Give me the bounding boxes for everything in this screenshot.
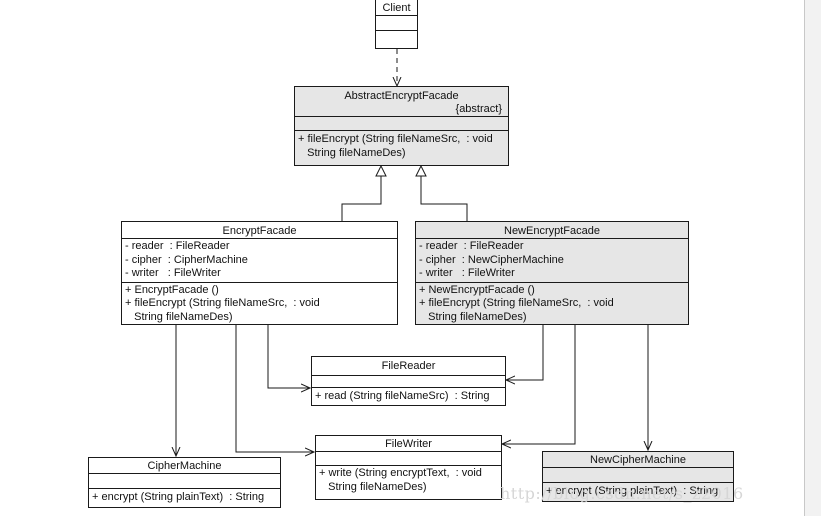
attribute: - writer : FileWriter [419,267,515,279]
attribute: - cipher : NewCipherMachine [419,253,564,266]
class-name: Client [382,2,411,14]
operation: + encrypt (String plainText) : String [546,485,719,497]
generalization-new-encrypt-facade [420,176,468,221]
operation: String fileNameDes) [419,310,527,323]
operation: String fileNameDes) [298,146,406,159]
assoc-encrypt-writer [235,325,314,452]
operations-section: + encrypt (String plainText) : String [89,488,280,505]
operation: + EncryptFacade () [125,283,219,296]
attribute: - reader : FileReader [125,240,230,252]
generalization-triangle-right [415,164,427,177]
attributes-section: - reader : FileReader - cipher : NewCiph… [416,238,688,282]
abstract-stereotype: {abstract} [455,103,502,115]
class-name: NewCipherMachine [590,454,686,466]
operation: + fileEncrypt (String fileNameSrc, : voi… [298,133,493,145]
operation: + NewEncryptFacade () [419,283,535,296]
attributes-section [312,375,505,387]
class-cipher-machine[interactable]: CipherMachine + encrypt (String plainTex… [88,457,281,508]
attribute: - writer : FileWriter [125,267,221,279]
operations-section: + read (String fileNameSrc) : String [312,387,505,404]
class-encrypt-facade[interactable]: EncryptFacade - reader : FileReader - ci… [121,221,398,325]
operation: + fileEncrypt (String fileNameSrc, : voi… [419,297,614,309]
assoc-encrypt-reader [267,325,310,388]
watermark: http://blog.csdn.net/s_z2016 [500,484,744,503]
class-name: CipherMachine [147,460,222,472]
attribute: - reader : FileReader [419,240,524,252]
generalization-triangle-left [375,164,387,177]
operation: + encrypt (String plainText) : String [92,491,265,503]
class-new-cipher-machine[interactable]: NewCipherMachine + encrypt (String plain… [542,451,734,502]
attributes-section [543,467,733,482]
generalization-encrypt-facade [341,176,382,221]
class-abstract-encrypt-facade[interactable]: AbstractEncryptFacade {abstract} + fileE… [294,86,509,166]
assoc-new-writer [502,325,576,444]
operation: String fileNameDes) [319,480,427,493]
class-file-reader[interactable]: FileReader + read (String fileNameSrc) :… [311,356,506,406]
class-new-encrypt-facade[interactable]: NewEncryptFacade - reader : FileReader -… [415,221,689,325]
operations-section: + fileEncrypt (String fileNameSrc, : voi… [295,130,508,160]
attributes-section: - reader : FileReader - cipher : CipherM… [122,238,397,282]
operation: String fileNameDes) [125,310,233,323]
attributes-section [316,451,501,465]
class-name: FileWriter [385,438,432,450]
operation: + read (String fileNameSrc) : String [315,390,490,402]
class-name: AbstractEncryptFacade [344,90,459,102]
class-name: FileReader [381,360,436,372]
class-name: EncryptFacade [222,225,297,237]
attribute: - cipher : CipherMachine [125,253,248,266]
class-file-writer[interactable]: FileWriter + write (String encryptText, … [315,435,502,500]
scrollbar-edge[interactable] [804,0,821,516]
attributes-section [295,116,508,130]
class-client[interactable]: Client [375,0,418,49]
operations-section: + write (String encryptText, : void Stri… [316,465,501,494]
operations-section: + encrypt (String plainText) : String [543,482,733,499]
assoc-new-reader [506,325,544,380]
class-name: NewEncryptFacade [504,225,600,237]
operations-section: + NewEncryptFacade () + fileEncrypt (Str… [416,281,688,325]
operation: + write (String encryptText, : void [319,467,482,479]
attributes-section [89,473,280,488]
operations-section: + EncryptFacade () + fileEncrypt (String… [122,281,397,325]
attributes-section [376,15,417,30]
operations-section [376,30,417,46]
operation: + fileEncrypt (String fileNameSrc, : voi… [125,297,320,309]
